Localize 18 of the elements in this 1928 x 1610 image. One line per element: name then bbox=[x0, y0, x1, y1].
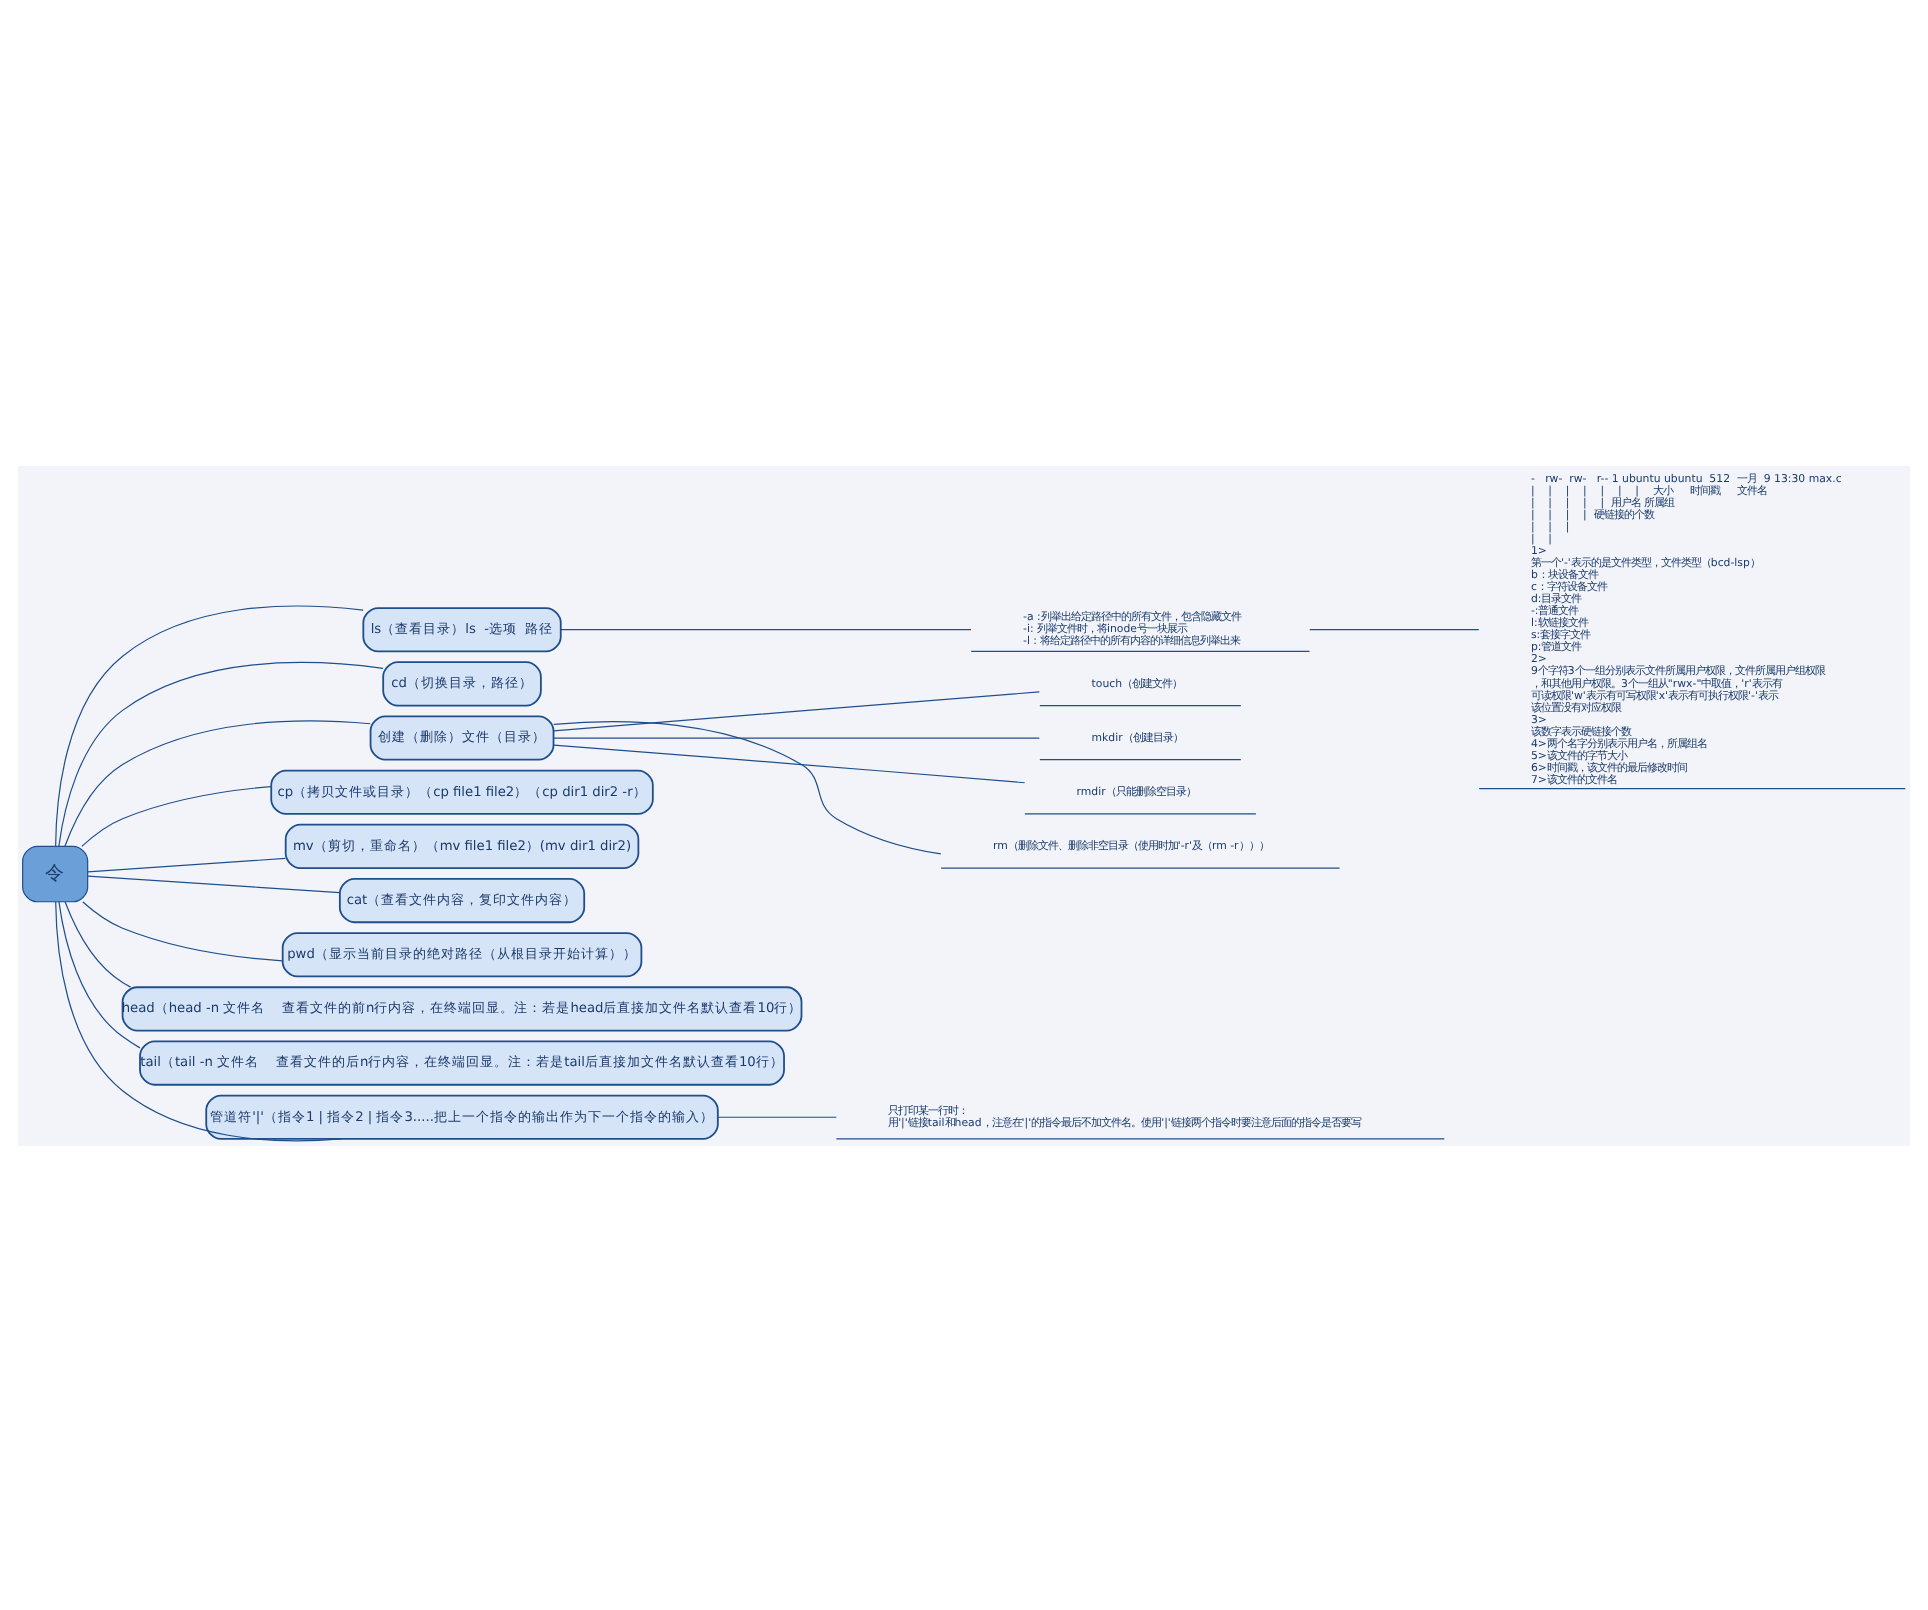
connector bbox=[87, 856, 286, 872]
connector bbox=[1309, 628, 1480, 630]
connector bbox=[64, 900, 132, 987]
connector bbox=[553, 690, 1040, 731]
connector bbox=[82, 900, 283, 961]
connector bbox=[553, 736, 1040, 738]
connector bbox=[55, 604, 364, 846]
connector bbox=[55, 900, 343, 1141]
connector bbox=[87, 874, 341, 893]
node-box: 令 bbox=[22, 844, 89, 902]
connector bbox=[81, 785, 272, 846]
connector bbox=[58, 660, 384, 846]
connector bbox=[560, 628, 972, 630]
connector bbox=[58, 900, 141, 1048]
connector bbox=[64, 719, 371, 846]
connector bbox=[553, 720, 942, 854]
connector bbox=[553, 743, 1026, 783]
connector bbox=[717, 1115, 837, 1117]
